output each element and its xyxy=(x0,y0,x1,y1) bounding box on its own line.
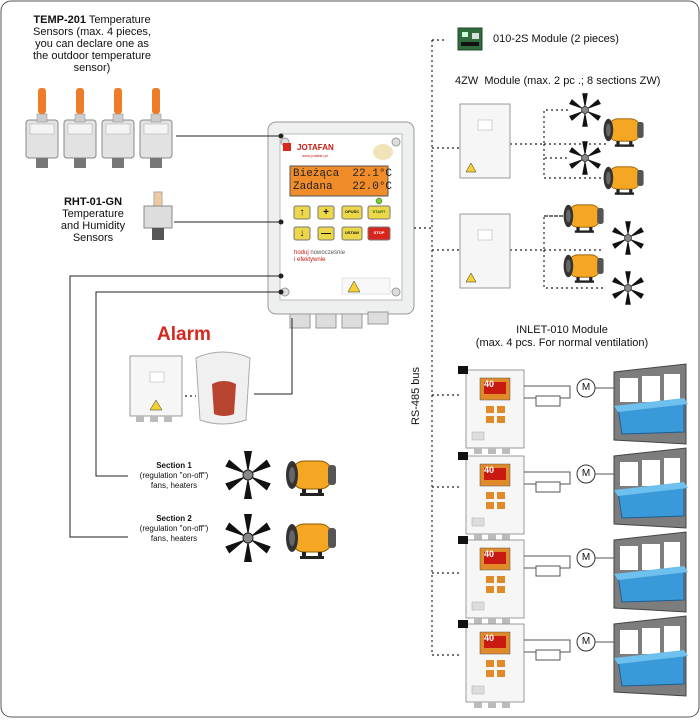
slogan-3: i efektywnie xyxy=(294,257,326,263)
section1-fan-icon xyxy=(224,450,272,500)
module-010-label: 010-2S Module (2 pieces) xyxy=(493,33,619,45)
temp-sensor-desc-3: you can declare one as xyxy=(35,38,149,50)
inlet-row-2 xyxy=(457,447,689,541)
controller-image xyxy=(267,121,415,329)
alarm-module-image xyxy=(129,355,183,422)
zw2-fan-b-icon xyxy=(611,270,645,306)
inlet-module-label: INLET-010 Module (max. 4 pcs. For normal… xyxy=(462,324,662,350)
alarm-title: Alarm xyxy=(157,324,211,345)
zw1-heater-b-icon xyxy=(603,166,644,196)
section-1-title: Section 1 xyxy=(156,461,192,470)
slogan-2: nowocześnie xyxy=(310,250,346,256)
temp-sensor-model: TEMP-201 xyxy=(33,14,86,26)
temp-sensor-desc-5: sensor) xyxy=(73,62,111,74)
start-key: START xyxy=(372,209,386,214)
rht-sensor-desc-2: and Humidity xyxy=(60,220,126,232)
rht-sensor-desc-1: Temperature xyxy=(62,208,124,220)
section-2-line-3: fans, heaters xyxy=(150,534,198,543)
rs485-bus xyxy=(180,39,606,656)
motor-4-label: M xyxy=(581,636,591,647)
inlet-2-display: 40 xyxy=(484,465,495,475)
opusc-key: OPUŚC xyxy=(344,209,360,214)
temp-sensor-desc-1: Temperature xyxy=(88,14,151,26)
temp-sensor-desc-4: the outdoor temperature xyxy=(32,50,152,62)
controller-brand: JOTAFAN xyxy=(297,143,334,152)
lcd-row-2: Zadana 22.0°C xyxy=(293,181,393,193)
alarm-siren-image xyxy=(195,351,251,425)
ustaw-key: USTAW xyxy=(344,230,360,235)
inlet-label-1: INLET-010 Module xyxy=(516,324,608,336)
section-1-line-3: fans, heaters xyxy=(150,481,198,490)
wiring xyxy=(69,135,293,538)
zw1-fan-a-icon xyxy=(568,92,602,128)
rht-sensor-label: RHT-01-GN Temperature and Humidity Senso… xyxy=(40,196,146,244)
plus-key: + xyxy=(323,207,329,218)
section-1-label: Section 1 (regulation "on-off") fans, he… xyxy=(128,461,220,491)
lcd-row-1: Bieżąca 22.1°C xyxy=(293,168,393,180)
module-4zw-label: 4ZW Module (max. 2 pc .; 8 sections ZW) xyxy=(455,75,661,87)
inlet-row-1 xyxy=(457,363,689,455)
zw1-fan-b-icon xyxy=(568,140,602,176)
section-2-title: Section 2 xyxy=(156,514,192,523)
zw2-heater-a-icon xyxy=(563,204,604,234)
module-010-icon xyxy=(457,27,483,51)
inlet-3-display: 40 xyxy=(484,549,495,559)
temp-sensors-image xyxy=(25,87,173,169)
slogan-1: hoduj xyxy=(294,250,309,256)
down-key: ↓ xyxy=(299,228,305,239)
zw1-heater-a-icon xyxy=(603,118,644,148)
rht-sensor-image xyxy=(143,191,173,240)
up-key: ↑ xyxy=(299,207,305,218)
temp-sensor-label: TEMP-201 Temperature Sensors (max. 4 pie… xyxy=(12,14,172,74)
section-2-line-2: (regulation "on-off") xyxy=(139,524,209,533)
controller-slogan: hoduj nowocześnie i efektywnie xyxy=(294,250,345,264)
module-4zw-1-image xyxy=(459,103,511,179)
inlet-label-2: (max. 4 pcs. For normal ventilation) xyxy=(475,337,649,349)
inlet-4-display: 40 xyxy=(484,633,495,643)
section1-heater-icon xyxy=(285,460,337,497)
section2-heater-icon xyxy=(285,523,337,560)
inlet-row-3 xyxy=(457,531,689,625)
motor-2-label: M xyxy=(581,468,591,479)
section-1-line-2: (regulation "on-off") xyxy=(139,471,209,480)
temp-sensor-desc-2: Sensors (max. 4 pieces, xyxy=(33,26,151,38)
section-2-label: Section 2 (regulation "on-off") fans, he… xyxy=(128,514,220,544)
minus-key: — xyxy=(321,228,331,239)
stop-key: STOP xyxy=(373,230,385,235)
controller-url: www.jotafan.pl xyxy=(302,153,328,158)
rs485-bus-label: RS-485 bus xyxy=(410,366,422,426)
motor-3-label: M xyxy=(581,552,591,563)
rht-sensor-desc-3: Sensors xyxy=(72,232,114,244)
motor-1-label: M xyxy=(581,382,591,393)
rht-sensor-model: RHT-01-GN xyxy=(63,196,123,208)
inlet-row-4 xyxy=(457,615,689,709)
module-4zw-2-image xyxy=(459,213,511,289)
zw2-heater-b-icon xyxy=(563,254,604,284)
zw2-fan-a-icon xyxy=(611,220,645,256)
inlet-1-display: 40 xyxy=(484,379,495,389)
section2-fan-icon xyxy=(224,513,272,563)
